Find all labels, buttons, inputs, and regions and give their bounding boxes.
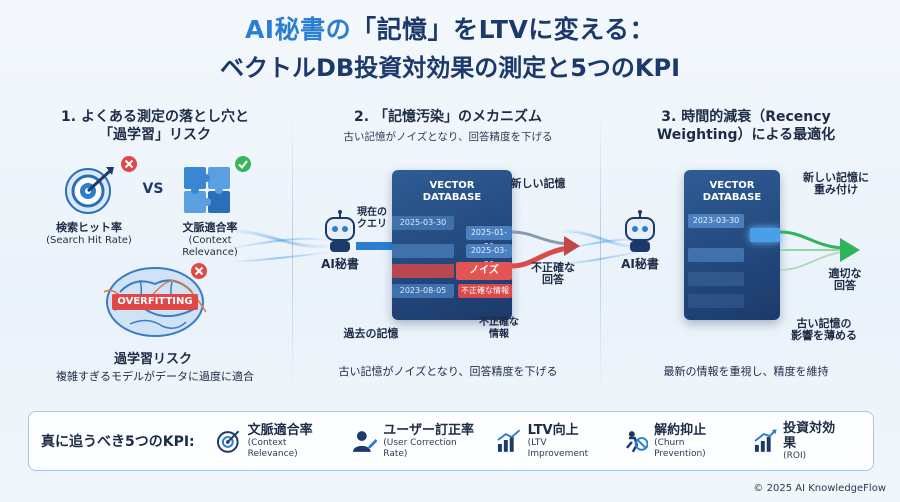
section2-heading: 2. 「記憶汚染」のメカニズム bbox=[354, 109, 542, 125]
memory-record: 2023-03-30 bbox=[688, 214, 744, 228]
column-divider bbox=[292, 110, 293, 390]
kpi-sub: (ROI) bbox=[783, 450, 807, 461]
kpi-title: ユーザー訂正率 bbox=[383, 422, 475, 438]
error-badge-icon bbox=[121, 156, 137, 172]
section1-heading: 1. よくある測定の落とし穴と 「過学習」リスク bbox=[61, 109, 249, 143]
user-edit-icon bbox=[352, 431, 378, 452]
section3-heading: 3. 時間的減衰（Recency Weighting）による最適化 bbox=[656, 109, 836, 143]
section2-subheading: 古い記憶がノイズとなり、回答精度を下げる bbox=[343, 131, 553, 143]
section2-caption: 古い記憶がノイズとなり、回答精度を下げる bbox=[338, 365, 558, 378]
right-answer-label: 適切な回答 bbox=[828, 267, 862, 292]
output-arrows bbox=[512, 230, 580, 269]
kpi-panel: 真に追うべき5つのKPI: 文脈適合率(Context Relevance) ユ… bbox=[28, 411, 874, 471]
growth-chart-icon bbox=[753, 429, 777, 452]
wrong-answer-label: 不正確な回答 bbox=[531, 261, 575, 286]
memory-record bbox=[688, 272, 744, 286]
kpi-title: 解約抑止 bbox=[654, 422, 707, 438]
kpi-lead: 真に追うべき5つのKPI: bbox=[41, 434, 195, 450]
new-memory-weight-label: 新しい記憶に重み付け bbox=[803, 171, 869, 196]
page-title: AI秘書の「記憶」をLTVに変える： ベクトルDB投資対効果の測定と5つのKPI bbox=[0, 10, 900, 83]
memory-record bbox=[688, 294, 744, 308]
memory-record bbox=[688, 248, 744, 262]
vs-label: VS bbox=[142, 181, 164, 197]
kpi-item: ユーザー訂正率(User Correction Rate) bbox=[352, 423, 482, 460]
target-icon bbox=[65, 167, 114, 214]
memory-record bbox=[392, 264, 454, 278]
kpi-sub: (Context Relevance) bbox=[247, 437, 298, 459]
bar-chart-icon bbox=[497, 429, 521, 452]
query-label: 現在のクエリ bbox=[357, 207, 387, 230]
memory-record bbox=[392, 244, 454, 258]
overfitting-risk-desc: 複雑すぎるモデルがデータに過度に適合 bbox=[56, 370, 254, 383]
memory-record: 2025-03-30 bbox=[392, 216, 454, 230]
kpi-sub: (Churn Prevention) bbox=[654, 437, 706, 459]
kpi-title: 文脈適合率 bbox=[247, 422, 313, 438]
overfitting-tag: OVERFITTING bbox=[112, 294, 198, 310]
agent-label: AI秘書 bbox=[321, 257, 359, 271]
kpi-sub: (User Correction Rate) bbox=[383, 437, 457, 459]
overfitting-risk-title: 過学習リスク bbox=[113, 352, 192, 367]
section3-caption: 最新の情報を重視し、精度を維持 bbox=[663, 365, 829, 378]
memory-record: 2025-01-30 bbox=[466, 226, 512, 251]
kpi-sub: (LTV Improvement bbox=[527, 437, 589, 459]
old-memory-fade-label: 古い記憶の影響を薄める bbox=[791, 317, 857, 342]
weighted-output-arrow bbox=[780, 230, 860, 271]
noise-record: ノイズ bbox=[456, 262, 512, 280]
metric-context-relevance: 文脈適合率(Context Relevance) bbox=[182, 221, 238, 259]
robot-icon bbox=[625, 210, 655, 252]
robot-icon bbox=[325, 210, 355, 252]
no-exit-icon bbox=[625, 431, 649, 453]
error-badge-icon bbox=[191, 263, 207, 279]
agent-label: AI秘書 bbox=[621, 257, 659, 271]
section-memory-pollution: 2. 「記憶汚染」のメカニズム 古い記憶がノイズとなり、回答精度を下げる bbox=[300, 108, 596, 144]
memory-record: 2023-08-05 bbox=[392, 284, 454, 298]
kpi-item: LTV向上(LTV Improvement bbox=[496, 423, 609, 460]
memory-record bbox=[750, 228, 780, 242]
kpi-title: LTV向上 bbox=[527, 422, 579, 438]
bad-info-record: 不正確な情報 bbox=[458, 284, 512, 298]
metric-search-hit: 検索ヒット率(Search Hit Rate) bbox=[46, 221, 132, 247]
copyright: © 2025 AI KnowledgeFlow bbox=[753, 483, 886, 494]
kpi-item: 投資対効果(ROI) bbox=[752, 421, 847, 462]
section-recency-weighting: 3. 時間的減衰（Recency Weighting）による最適化 bbox=[608, 108, 884, 144]
memory-record: 2025-03-30 bbox=[466, 244, 512, 269]
kpi-item: 文脈適合率(Context Relevance) bbox=[216, 423, 338, 460]
kpi-title: 投資対効果 bbox=[783, 420, 836, 451]
target-icon bbox=[217, 430, 240, 453]
title-line-1: AI秘書の「記憶」をLTVに変える： bbox=[244, 15, 656, 44]
column-divider bbox=[600, 110, 601, 390]
new-memory-label: 新しい記憶 bbox=[510, 177, 566, 190]
title-line-2: ベクトルDB投資対効果の測定と5つのKPI bbox=[219, 54, 681, 82]
puzzle-icon bbox=[184, 167, 230, 213]
kpi-item: 解約抑止(Churn Prevention) bbox=[623, 423, 738, 460]
bad-info-label: 不正確な情報 bbox=[479, 317, 519, 340]
section-pitfalls: 1. よくある測定の落とし穴と 「過学習」リスク bbox=[32, 108, 278, 144]
check-badge-icon bbox=[235, 156, 251, 172]
old-memory-label: 過去の記憶 bbox=[343, 327, 399, 340]
